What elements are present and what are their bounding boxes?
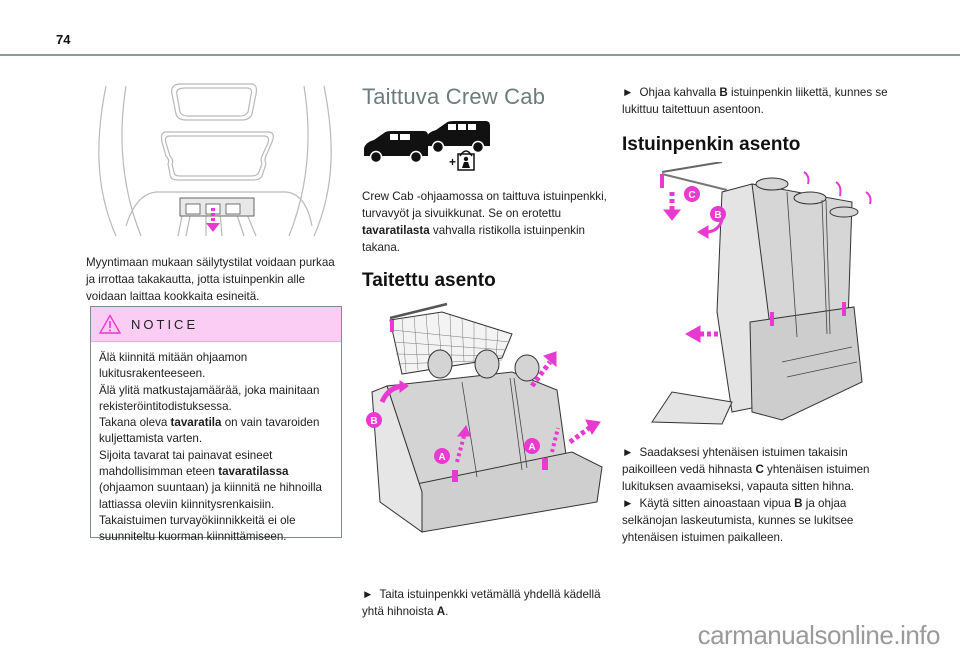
label-a-marker: A bbox=[524, 438, 540, 454]
notice-text: (ohjaamon suuntaan) ja kiinnitä ne hihno… bbox=[99, 481, 323, 511]
step-bold-term: A bbox=[436, 605, 446, 618]
folded-seat-illustration: A A B bbox=[362, 302, 612, 542]
step-text: Ohjaa kahvalla bbox=[639, 86, 720, 99]
right-column: ► Ohjaa kahvalla B istuinpenkin liikettä,… bbox=[622, 76, 892, 546]
strap-lever bbox=[660, 161, 728, 191]
middle-column: Taittuva Crew Cab + Crew bbox=[362, 76, 614, 620]
restore-step: ►Saadaksesi yhtenäisen istuimen takaisin… bbox=[622, 444, 892, 495]
page-number: 74 bbox=[56, 32, 71, 47]
seat-position-illustration: C B bbox=[622, 161, 882, 432]
step-bold-term: B bbox=[794, 497, 803, 510]
folded-seat-drawing: A A B bbox=[366, 302, 603, 533]
step-text: ja ohjaa selkänojan laskeutumista, kunne… bbox=[622, 497, 854, 544]
step-text: Käytä sitten ainoastaan vipua bbox=[639, 497, 795, 510]
intro-text: vahvalla ristikolla istuinpenkin takana. bbox=[362, 224, 585, 254]
van-icon bbox=[364, 131, 428, 164]
notice-text: Takana oleva bbox=[99, 416, 171, 430]
notice-body: Älä kiinnitä mitään ohjaamon lukitusrake… bbox=[91, 342, 341, 546]
section-title: Taittuva Crew Cab bbox=[362, 84, 546, 109]
label-b: B bbox=[714, 210, 721, 221]
fold-step: ►Taita istuinpenkki vetämällä yhdellä kä… bbox=[362, 586, 614, 620]
notice-header: NOTICE bbox=[91, 307, 341, 342]
storage-paragraph: Myyntimaan mukaan säilytystilat voidaan … bbox=[86, 256, 335, 303]
warning-triangle-icon bbox=[99, 314, 121, 334]
bullet-arrow-icon: ► bbox=[362, 588, 374, 601]
plus-sign: + bbox=[449, 155, 456, 169]
release-arrows bbox=[662, 171, 872, 343]
label-a-marker: A bbox=[434, 448, 450, 464]
left-column: Myyntimaan mukaan säilytystilat voidaan … bbox=[86, 76, 344, 305]
notice-line: Takana oleva tavaratila on vain tavaroid… bbox=[99, 415, 333, 448]
bullet-arrow-icon: ► bbox=[622, 86, 634, 99]
label-b-marker: B bbox=[366, 412, 382, 428]
label-a: A bbox=[528, 442, 535, 453]
step-bold-term: B bbox=[719, 86, 728, 99]
notice-label: NOTICE bbox=[131, 316, 199, 332]
bullet-arrow-icon: ► bbox=[622, 497, 634, 510]
van-icons-group: + bbox=[364, 121, 490, 171]
notice-text: on vain tavaroiden kuljettamista varten. bbox=[99, 416, 320, 446]
intro-paragraph: Crew Cab -ohjaamossa on taittuva istuinp… bbox=[362, 188, 614, 256]
step-text: . bbox=[445, 605, 449, 618]
notice-box: NOTICE Älä kiinnitä mitään ohjaamon luki… bbox=[90, 306, 342, 543]
subsection-title-seat-position: Istuinpenkin asento bbox=[622, 134, 801, 155]
label-b-marker: B bbox=[710, 206, 726, 222]
label-b: B bbox=[370, 416, 377, 427]
watermark[interactable]: carmanualsonline.info bbox=[697, 620, 941, 650]
label-a: A bbox=[438, 452, 445, 463]
label-c-marker: C bbox=[684, 186, 700, 202]
step-text: Taita istuinpenkki vetämällä yhdellä käd… bbox=[362, 588, 601, 618]
lever-step: ► Käytä sitten ainoastaan vipua B ja ohja… bbox=[622, 495, 892, 546]
van-icon bbox=[426, 121, 490, 154]
intro-bold-term: tavaratilasta bbox=[362, 224, 430, 237]
step-bold-term: C bbox=[755, 463, 764, 476]
notice-line: Älä ylitä matkustajamäärää, joka mainita… bbox=[99, 383, 320, 413]
notice-line: Takaistuimen turvayökiinnikkeitä ei ole … bbox=[99, 513, 296, 544]
pull-arrow-icon bbox=[206, 208, 220, 232]
guide-step: ► Ohjaa kahvalla B istuinpenkin liikettä,… bbox=[622, 84, 892, 118]
bullet-arrow-icon: ► bbox=[622, 446, 634, 459]
storage-illustration bbox=[86, 76, 344, 246]
notice-bold-term: tavaratilassa bbox=[218, 465, 289, 479]
pull-arrows bbox=[379, 351, 601, 482]
notice-bold-term: tavaratila bbox=[170, 416, 222, 430]
subsection-title-folded: Taitettu asento bbox=[362, 270, 496, 291]
step-text: Saadaksesi yhtenäisen istuimen takaisin … bbox=[622, 446, 848, 476]
notice-line: Älä kiinnitä mitään ohjaamon lukitusrake… bbox=[99, 351, 248, 381]
vehicle-icons: + bbox=[362, 121, 614, 174]
label-c: C bbox=[688, 190, 695, 201]
header-rule bbox=[0, 54, 960, 56]
notice-text: Sijoita tavarat tai painavat esineet mah… bbox=[99, 448, 273, 479]
seat-position-drawing: C B bbox=[651, 161, 872, 425]
storage-compartment-drawing bbox=[98, 83, 332, 237]
intro-text: Crew Cab -ohjaamossa on taittuva istuinp… bbox=[362, 190, 607, 220]
step-text: istuinpenkin liikettä, kunnes se lukittu… bbox=[622, 86, 888, 116]
notice-line: Sijoita tavarat tai painavat esineet mah… bbox=[99, 448, 333, 513]
child-lock-icon bbox=[457, 150, 475, 171]
step-text: yhtenäisen istuimen lukituksen avaamisek… bbox=[622, 463, 870, 493]
